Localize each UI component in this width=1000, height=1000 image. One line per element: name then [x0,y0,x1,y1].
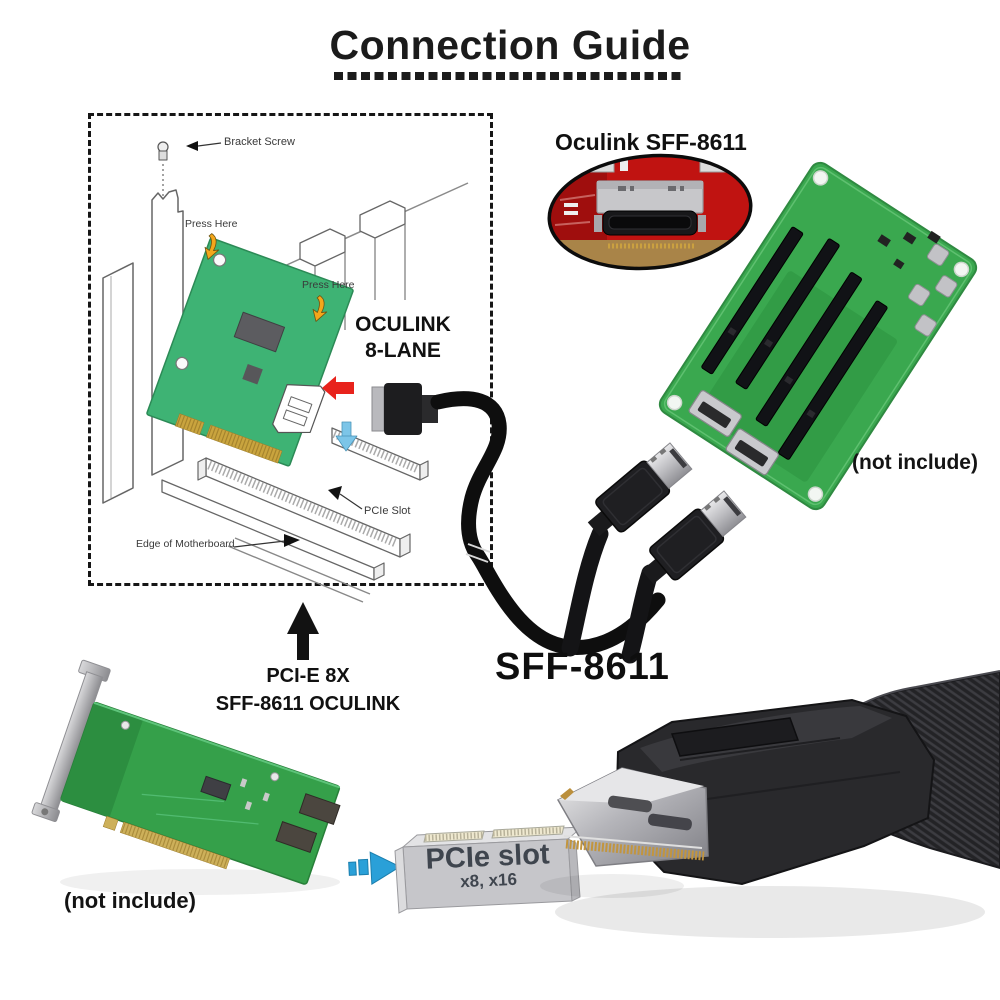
motherboard-pointer [284,534,300,547]
pcie-slot-pointer [328,486,342,500]
press-here-label-right: Press Here [302,279,355,291]
not-include-board-label: (not include) [852,451,978,474]
pcie-slot-illustration [394,825,584,914]
diagram-card [146,237,354,467]
oculink-8lane-label: OCULINK 8-LANE [355,313,451,363]
press-here-label-top: Press Here [185,218,238,230]
pcie-slot-label: PCIe Slot [364,505,411,517]
bracket-screw-icon [157,141,169,196]
oculink-port-closeup [545,150,756,277]
board-oculink-socket [688,390,779,476]
not-include-card-label: (not include) [64,888,196,913]
installation-diagram [102,141,469,603]
pcie-slot-callout: PCIe slot x8, x16 [424,838,551,892]
up-arrow-icon [287,602,319,660]
page-title: Connection Guide [329,22,691,68]
bracket-screw-label: Bracket Screw [224,136,295,148]
blue-arrow-icon [348,851,401,886]
red-arrow-icon [322,376,354,400]
oculink-sff8611-label: Oculink SFF-8611 [555,129,747,155]
edge-of-motherboard-label: Edge of Motherboard [136,538,235,550]
sff8611-cable-label: SFF-8611 [495,646,670,688]
connector-macro-photo [540,670,1000,938]
title-underline [334,72,684,80]
oculink-cable [371,383,750,664]
diagram-frame [88,113,493,586]
adapter-card-photo [31,659,341,885]
backplane-board [658,161,978,511]
blue-insert-arrow-icon [335,421,358,452]
adapter-card-label: PCI-E 8X SFF-8611 OCULINK [215,665,401,715]
